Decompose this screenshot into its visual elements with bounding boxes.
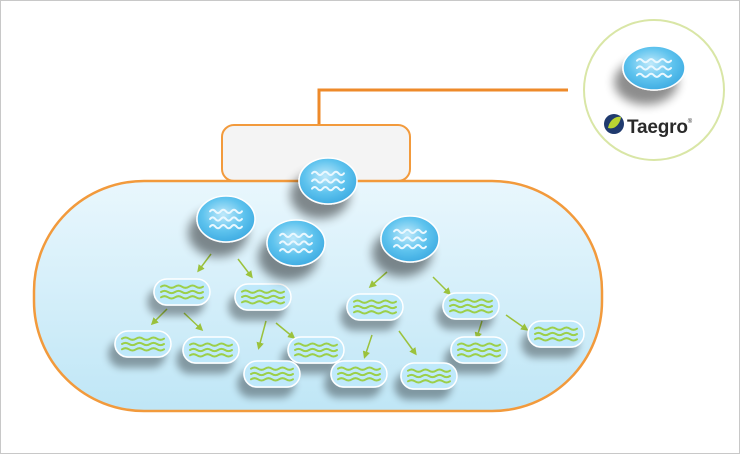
green-bacterium — [153, 278, 211, 306]
blue-bacteria-group — [196, 45, 686, 267]
green-arrow — [256, 320, 267, 350]
green-arrow — [183, 312, 204, 332]
green-arrow — [237, 258, 253, 279]
green-arrow — [505, 314, 529, 331]
green-arrow — [150, 308, 168, 326]
green-arrow — [432, 276, 452, 296]
green-bacterium — [450, 336, 508, 364]
trademark-symbol: ® — [687, 119, 692, 125]
green-bacterium — [234, 283, 292, 311]
green-bacterium — [527, 320, 585, 348]
green-arrow — [362, 334, 373, 359]
green-bacterium — [114, 330, 172, 358]
green-arrow — [368, 271, 388, 288]
green-bacterium — [400, 362, 458, 390]
brand-logo: Taegro® — [627, 117, 692, 139]
blue-bacterium — [298, 157, 358, 205]
taegro-leaf-icon — [604, 114, 624, 134]
green-bacterium — [442, 292, 500, 320]
green-bacterium — [346, 293, 404, 321]
green-bacterium — [330, 360, 388, 388]
green-bacterium — [243, 360, 301, 388]
green-arrow — [275, 322, 296, 339]
green-bacterium — [182, 336, 240, 364]
green-arrow — [398, 330, 417, 356]
blue-bacterium — [266, 219, 326, 267]
green-arrow — [197, 253, 212, 273]
green-arrows — [150, 253, 529, 359]
feed-arrow — [311, 88, 568, 139]
brand-name: Taegro — [627, 117, 688, 138]
cell-body — [32, 179, 604, 413]
green-arrow — [474, 320, 483, 340]
green-bacteria-group — [114, 278, 585, 390]
blue-bacterium — [622, 45, 686, 91]
blue-bacterium — [380, 215, 440, 263]
blue-bacterium — [196, 195, 256, 243]
green-bacterium — [287, 336, 345, 364]
